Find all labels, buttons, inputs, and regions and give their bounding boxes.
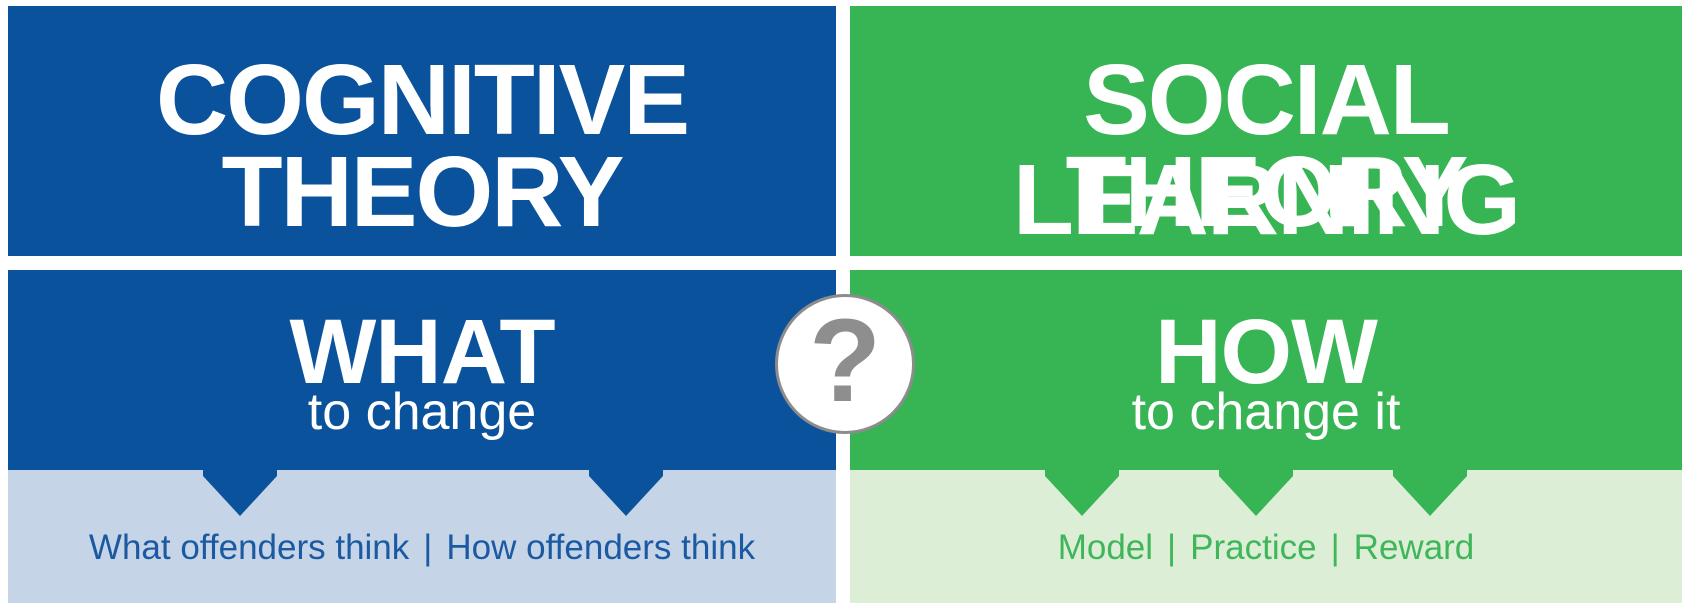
item-model: Model [1057, 528, 1154, 567]
cognitive-title-line1: COGNITIVE [155, 44, 690, 156]
separator: | [423, 528, 433, 567]
what-to-change-panel: WHAT to change [8, 270, 836, 470]
separator: | [1330, 528, 1340, 567]
item-practice: Practice [1190, 528, 1317, 567]
item-how-offenders-think: How offenders think [446, 528, 756, 567]
how-word: HOW [1155, 301, 1378, 403]
cognitive-items-panel: What offenders think | How offenders think [8, 470, 836, 603]
social-title-line1: SOCIAL LEARNING [1012, 44, 1521, 256]
social-items-panel: Model | Practice | Reward [850, 470, 1682, 603]
cognitive-title-line2: THEORY [221, 136, 625, 248]
social-items-row: Model | Practice | Reward [850, 528, 1682, 568]
down-arrow-icon [1219, 476, 1293, 516]
down-arrow-icon [203, 476, 277, 516]
social-title-line2: THEORY [1065, 136, 1469, 248]
separator: | [1167, 528, 1177, 567]
down-arrow-icon [589, 476, 663, 516]
question-mark-glyph: ? [808, 295, 882, 427]
cognitive-theory-header: COGNITIVE THEORY [8, 6, 836, 256]
arrow-stem [1393, 470, 1467, 476]
item-reward: Reward [1353, 528, 1475, 567]
arrow-stem [1219, 470, 1293, 476]
what-word: WHAT [289, 301, 555, 403]
social-learning-theory-header: SOCIAL LEARNING THEORY [850, 6, 1682, 256]
cognitive-items-row: What offenders think | How offenders think [8, 528, 836, 568]
how-to-change-panel: HOW to change it [850, 270, 1682, 470]
to-change-phrase: to change [307, 383, 537, 441]
question-mark-icon: ? [775, 294, 915, 434]
arrow-stem [203, 470, 277, 476]
arrow-stem [589, 470, 663, 476]
down-arrow-icon [1045, 476, 1119, 516]
to-change-it-phrase: to change it [1131, 383, 1401, 441]
item-what-offenders-think: What offenders think [88, 528, 410, 567]
arrow-stem [1045, 470, 1119, 476]
down-arrow-icon [1393, 476, 1467, 516]
